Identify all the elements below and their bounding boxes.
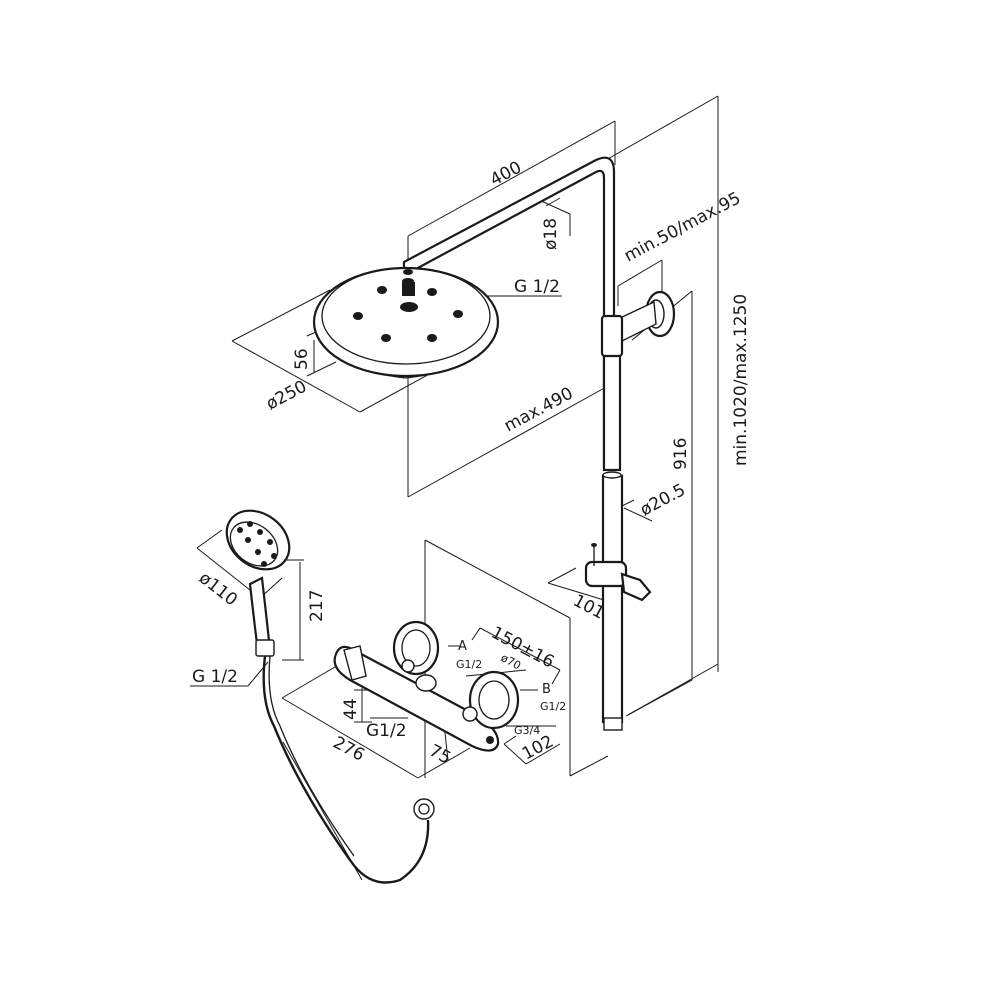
label-head-diameter: ø250 <box>263 377 310 415</box>
dimension-labels: 400 ø18 min.50/max.95 min.1020/max.1250 … <box>192 158 751 769</box>
label-hand-length: 217 <box>307 590 327 622</box>
label-port-b-thread: G1/2 <box>540 700 566 713</box>
label-rail-diameter: ø20.5 <box>637 480 689 520</box>
hose-connector <box>413 798 435 820</box>
label-overhead-thread: G 1/2 <box>514 277 560 297</box>
hand-shower-holder <box>584 543 652 602</box>
knob-b <box>468 670 520 730</box>
label-body-spacing: 150±16 <box>488 623 558 673</box>
label-inlet-thread: G3/4 <box>514 724 540 737</box>
thermostatic-mixer <box>333 620 520 752</box>
label-port-a: A <box>458 639 467 654</box>
label-port-b: B <box>542 682 551 697</box>
label-total-height: min.1020/max.1250 <box>731 294 751 466</box>
lower-rail-segment <box>601 474 624 724</box>
hand-shower <box>225 509 435 884</box>
rail-end-cap <box>603 717 623 731</box>
label-arm-length: 400 <box>487 158 525 191</box>
label-hand-diameter: ø110 <box>195 568 241 610</box>
label-rail-height: 916 <box>671 438 691 470</box>
label-arm-diameter: ø18 <box>541 218 561 250</box>
label-port-a-thread: G1/2 <box>456 658 482 671</box>
label-wall-offset: min.50/max.95 <box>621 188 744 266</box>
label-body-offset: 75 <box>426 741 454 769</box>
label-outlet-height: 44 <box>341 698 361 720</box>
overhead-shower <box>312 266 500 379</box>
label-hose-thread: G 1/2 <box>192 667 238 687</box>
dimension-lines <box>190 95 719 881</box>
label-body-width: 276 <box>330 733 368 766</box>
label-head-thickness: 56 <box>292 348 312 370</box>
shower-rail <box>402 156 624 731</box>
label-outlet-thread: G1/2 <box>366 721 407 741</box>
wall-bracket <box>600 290 676 358</box>
shower-hose <box>262 655 430 884</box>
